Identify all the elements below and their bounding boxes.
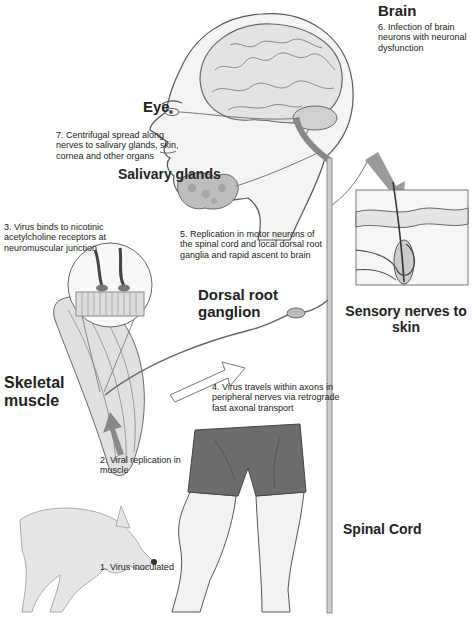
part-name: Spinal Cord (343, 521, 458, 537)
shorts-fold (215, 438, 280, 488)
brain-stem (296, 118, 329, 160)
gland-lobule (202, 190, 210, 198)
part-name: Skeletal muscle (4, 374, 94, 411)
mouth (160, 151, 176, 153)
gland-lobule (188, 184, 196, 192)
skin-inset (356, 190, 468, 285)
muscle-fiber (68, 310, 116, 462)
nerve-terminal (95, 250, 102, 286)
head-outline (150, 14, 353, 240)
nerve-to-eye (180, 112, 300, 119)
brain-fold (228, 104, 302, 110)
callout-text: 7. Centrifugal spread along nerves to sa… (56, 130, 188, 161)
part-name: Sensory nerves to skin (345, 303, 467, 335)
nerve-root (305, 300, 328, 312)
nerve-ending (356, 244, 415, 275)
brain-fold (230, 39, 322, 48)
brain-fold (212, 81, 334, 92)
part-name: Eye (143, 98, 193, 115)
nerve-to-gland (236, 152, 320, 186)
gland-lobule (218, 184, 226, 192)
junction-zoom (68, 243, 152, 327)
replication-arrow (103, 412, 124, 456)
leg (172, 492, 236, 612)
striation (82, 292, 136, 316)
callout-text: 1. Virus inoculated (100, 562, 220, 572)
skin-layer (356, 208, 468, 228)
synaptic-bouton (96, 285, 108, 292)
skin-nerve (356, 269, 396, 280)
callout-text: 3. Virus binds to nicotinic acetylcholin… (4, 222, 139, 253)
shorts (188, 424, 306, 496)
leg (256, 492, 304, 612)
part-name: Dorsal root ganglion (198, 286, 308, 321)
dog (20, 508, 152, 612)
callout-text: 5. Replication in motor neurons of the s… (180, 229, 325, 260)
zoom-line (82, 316, 100, 392)
callout-text: 6. Infection of brain neurons with neuro… (378, 22, 474, 53)
dorsal-root-ganglion (287, 308, 305, 318)
callout-text: 2. Viral replication in muscle (100, 455, 200, 476)
dog-ear (116, 506, 130, 528)
nerve-terminal (120, 248, 124, 286)
callout-text: 4. Virus travels within axons in periphe… (212, 382, 340, 413)
part-name: Brain (378, 2, 458, 19)
brain-fold (215, 53, 335, 70)
gland-lobule (211, 198, 217, 204)
synaptic-bouton (118, 285, 130, 292)
part-name: Salivary glands (118, 166, 258, 182)
muscle-band (76, 292, 144, 316)
